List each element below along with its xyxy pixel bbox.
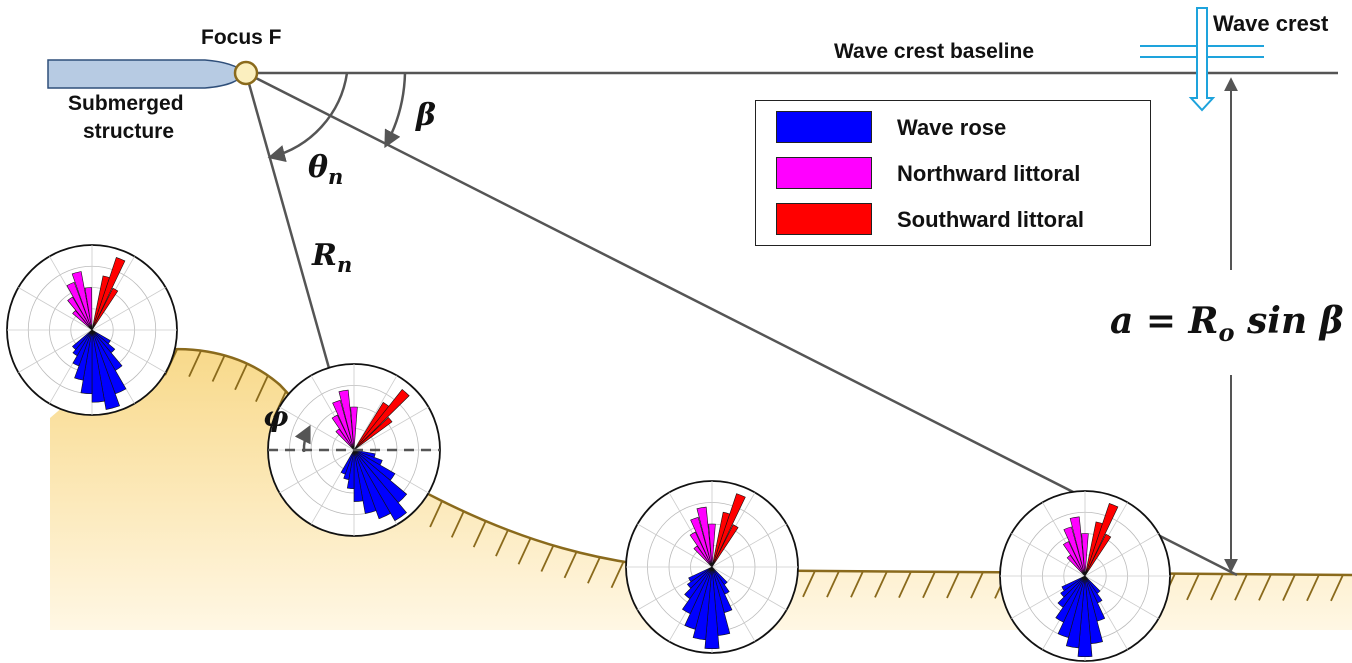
- wave-roses: [6, 244, 1171, 662]
- wave-rose: [6, 244, 178, 416]
- beta-label: β: [416, 98, 436, 133]
- phi-arc: [294, 424, 311, 453]
- hatch-mark: [802, 570, 816, 598]
- hatch-mark: [495, 529, 509, 557]
- legend-swatch-northward: [776, 157, 872, 189]
- hatch-mark: [1258, 574, 1272, 601]
- formula-label: a = Ro sin β: [1110, 300, 1344, 347]
- legend-item-northward: Northward littoral: [776, 157, 1146, 191]
- theta-arc: [267, 72, 349, 163]
- sand-region: [50, 349, 1352, 630]
- wave-rose: [625, 480, 799, 654]
- legend-label-wave-rose: Wave rose: [897, 115, 1007, 140]
- hatch-mark: [429, 500, 443, 528]
- legend-label-northward: Northward littoral: [897, 161, 1081, 186]
- beta-arc: [384, 72, 407, 149]
- baseline-label: Wave crest baseline: [834, 40, 1034, 63]
- hatch-mark: [587, 556, 601, 584]
- hatch-mark: [1234, 573, 1248, 601]
- focus-label: Focus F: [201, 26, 282, 49]
- hatch-mark: [188, 350, 202, 378]
- hatch-mark: [1330, 574, 1344, 602]
- legend-swatch-wave-rose: [776, 111, 872, 143]
- r-subscript: n: [336, 252, 353, 277]
- hatch-mark: [563, 551, 578, 579]
- formula-rhs: sin β: [1234, 300, 1344, 342]
- legend-item-southward: Southward littoral: [776, 203, 1146, 237]
- hatch-mark: [850, 570, 864, 598]
- wave-rose: [999, 490, 1171, 662]
- legend-item-wave-rose: Wave rose: [776, 111, 1146, 145]
- theta-symbol: θ: [308, 150, 329, 185]
- wave-crest-label: Wave crest: [1213, 11, 1329, 36]
- r-symbol: R: [312, 238, 337, 273]
- hatch-mark: [1282, 574, 1296, 601]
- formula-lhs: a = R: [1110, 300, 1219, 342]
- phi-label: φ: [263, 400, 289, 433]
- hatch-mark: [610, 561, 625, 589]
- hatch-mark: [517, 537, 532, 565]
- hatch-mark: [874, 571, 888, 598]
- theta-subscript: n: [328, 164, 344, 189]
- theta-n-label: θn: [308, 150, 343, 189]
- hatch-mark: [211, 355, 226, 382]
- hatch-mark: [234, 363, 248, 391]
- hatch-mark: [1186, 573, 1200, 601]
- r-n-label: Rn: [312, 238, 352, 277]
- legend-swatch-southward: [776, 203, 872, 235]
- hatch-mark: [946, 571, 960, 599]
- hatch-mark: [970, 571, 984, 599]
- hatch-mark: [922, 571, 936, 599]
- focus-point: [233, 60, 259, 86]
- formula-subscript: o: [1218, 318, 1235, 348]
- submerged-label-line2: structure: [83, 120, 175, 143]
- legend-label-southward: Southward littoral: [897, 207, 1084, 232]
- hatch-mark: [255, 375, 269, 402]
- hatch-mark: [826, 570, 840, 598]
- hatch-mark: [540, 545, 555, 572]
- legend-box: Wave rose Northward littoral Southward l…: [755, 100, 1151, 246]
- submerged-structure: [47, 59, 246, 89]
- submerged-label-line1: Submerged: [68, 92, 184, 115]
- hatch-mark: [1210, 573, 1224, 601]
- hatch-mark: [450, 511, 465, 538]
- hatch-mark: [472, 520, 487, 548]
- hatch-mark: [1306, 574, 1320, 602]
- hatch-mark: [898, 571, 912, 598]
- wave-crest-symbol: [1140, 7, 1264, 112]
